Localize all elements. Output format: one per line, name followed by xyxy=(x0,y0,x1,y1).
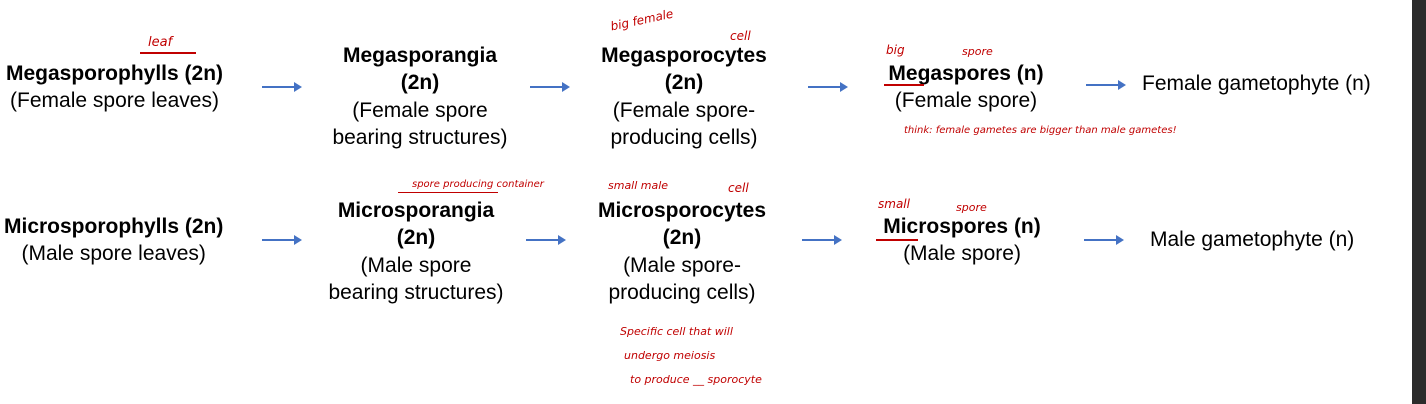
megaspores-title: Megaspores (n) xyxy=(888,62,1044,85)
megasporocytes-title: Megasporocytes xyxy=(601,44,767,67)
microsporangia-sub2: bearing structures) xyxy=(328,280,504,304)
microspores-node: Microspores (n) (Male spore) xyxy=(872,213,1052,268)
microsporangia-sub1: (Male spore xyxy=(360,253,472,277)
arrow-r2-4 xyxy=(1084,235,1124,245)
megasporangia-sub2: bearing structures) xyxy=(332,125,508,149)
annotation-leaf: leaf xyxy=(148,35,173,50)
annotation-small-male: small male xyxy=(608,179,669,192)
microsporophylls-subtitle: (Male spore leaves) xyxy=(21,242,206,266)
arrow-r1-1 xyxy=(262,82,302,92)
annotation-spore-container: spore producing container xyxy=(412,179,544,190)
annotation-leaf-bracket xyxy=(140,52,196,54)
microsporangia-node: Microsporangia (2n) (Male spore bearing … xyxy=(312,197,520,306)
annotation-mega-underline xyxy=(884,84,924,86)
annotation-container-bracket xyxy=(398,192,498,193)
megasporocytes-node: Megasporocytes (2n) (Female spore- produ… xyxy=(586,42,782,151)
arrow-r2-2 xyxy=(526,235,566,245)
microsporophylls-node: Microsporophylls (2n) (Male spore leaves… xyxy=(4,213,223,268)
megasporocytes-sub1: (Female spore- xyxy=(612,98,756,122)
megasporocytes-sub2: producing cells) xyxy=(610,125,758,149)
annotation-specific-3: to produce __ sporocyte xyxy=(630,373,762,386)
microspores-subtitle: (Male spore) xyxy=(903,242,1021,266)
annotation-big-female: big female xyxy=(609,6,675,34)
annotation-spore-1: spore xyxy=(962,45,993,58)
microsporocytes-sub2: producing cells) xyxy=(608,280,756,304)
annotation-specific-2: undergo meiosis xyxy=(624,349,716,362)
arrow-r1-2 xyxy=(530,82,570,92)
annotation-cell-1: cell xyxy=(730,29,751,43)
microsporophylls-title: Microsporophylls (2n) xyxy=(4,215,224,238)
megasporophylls-subtitle: (Female spore leaves) xyxy=(10,89,219,113)
arrow-r1-3 xyxy=(808,82,848,92)
microsporocytes-node: Microsporocytes (2n) (Male spore- produc… xyxy=(584,197,780,306)
annotation-spore-2: spore xyxy=(956,201,987,214)
arrow-r2-3 xyxy=(802,235,842,245)
arrow-r2-1 xyxy=(262,235,302,245)
megasporocytes-ploidy: (2n) xyxy=(664,71,704,95)
annotation-cell-2: cell xyxy=(728,181,749,195)
megasporangia-ploidy: (2n) xyxy=(400,71,440,95)
annotation-specific-1: Specific cell that will xyxy=(620,325,733,338)
male-gametophyte: Male gametophyte (n) xyxy=(1150,228,1355,251)
annotation-think: think: female gametes are bigger than ma… xyxy=(904,125,1177,136)
microsporocytes-title: Microsporocytes xyxy=(597,199,767,222)
female-gametophyte: Female gametophyte (n) xyxy=(1142,72,1371,95)
megasporophylls-title: Megasporophylls (2n) xyxy=(6,62,224,85)
microsporocytes-ploidy: (2n) xyxy=(662,226,702,250)
megasporangia-node: Megasporangia (2n) (Female spore bearing… xyxy=(316,42,524,151)
window-edge-bar xyxy=(1412,0,1426,404)
microsporangia-ploidy: (2n) xyxy=(396,226,436,250)
microsporangia-title: Microsporangia xyxy=(337,199,495,222)
microsporocytes-sub1: (Male spore- xyxy=(623,253,741,277)
megaspores-subtitle: (Female spore) xyxy=(894,89,1038,113)
annotation-big: big xyxy=(886,43,905,57)
microspores-title: Microspores (n) xyxy=(883,215,1041,238)
megaspores-node: Megaspores (n) (Female spore) xyxy=(876,60,1056,115)
arrow-r1-4 xyxy=(1086,80,1126,90)
annotation-small: small xyxy=(878,197,910,211)
megasporangia-title: Megasporangia xyxy=(342,44,498,67)
megasporangia-sub1: (Female spore xyxy=(352,98,488,122)
megasporophylls-node: Megasporophylls (2n) (Female spore leave… xyxy=(6,60,223,115)
annotation-micro-underline xyxy=(876,239,918,241)
